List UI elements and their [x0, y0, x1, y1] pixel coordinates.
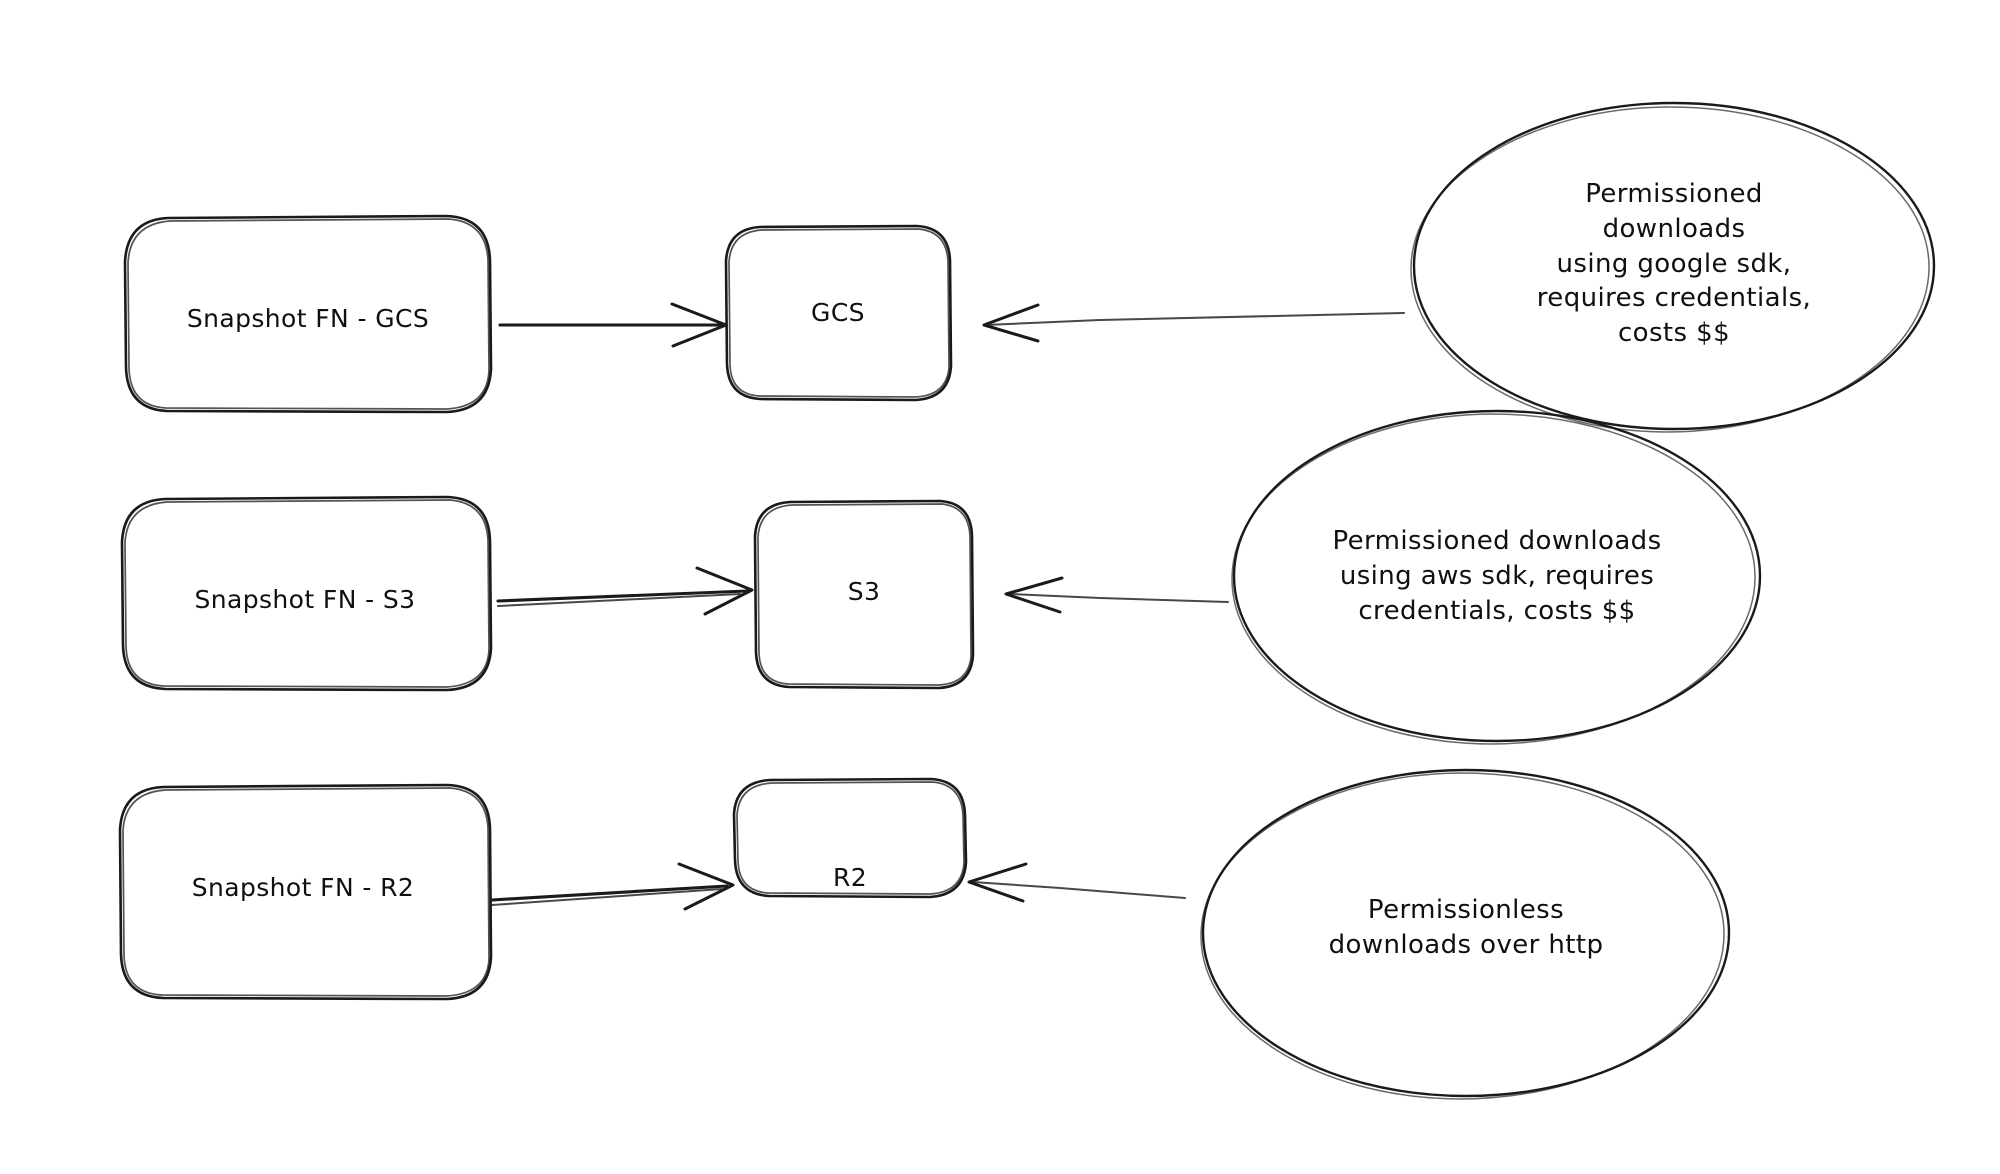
- edge-note-aws-to-s3: [1004, 576, 1229, 614]
- edge-note-http-to-r2: [967, 862, 1186, 903]
- node-snapshot-fn-s3[interactable]: [120, 495, 493, 692]
- edge-snapshot-s3-to-s3: [496, 566, 754, 616]
- node-snapshot-fn-r2[interactable]: [118, 783, 493, 1001]
- note-ellipse-http[interactable]: [1200, 768, 1731, 1100]
- edge-snapshot-r2-to-r2: [490, 862, 735, 911]
- node-snapshot-fn-gcs[interactable]: [123, 214, 493, 414]
- edge-snapshot-gcs-to-gcs: [498, 302, 728, 348]
- node-store-s3[interactable]: [753, 499, 975, 690]
- edge-note-google-to-gcs: [982, 303, 1405, 343]
- note-ellipse-aws[interactable]: [1231, 409, 1762, 745]
- note-ellipse-google[interactable]: [1410, 101, 1936, 433]
- node-store-gcs[interactable]: [724, 224, 953, 402]
- node-store-r2[interactable]: [732, 777, 968, 899]
